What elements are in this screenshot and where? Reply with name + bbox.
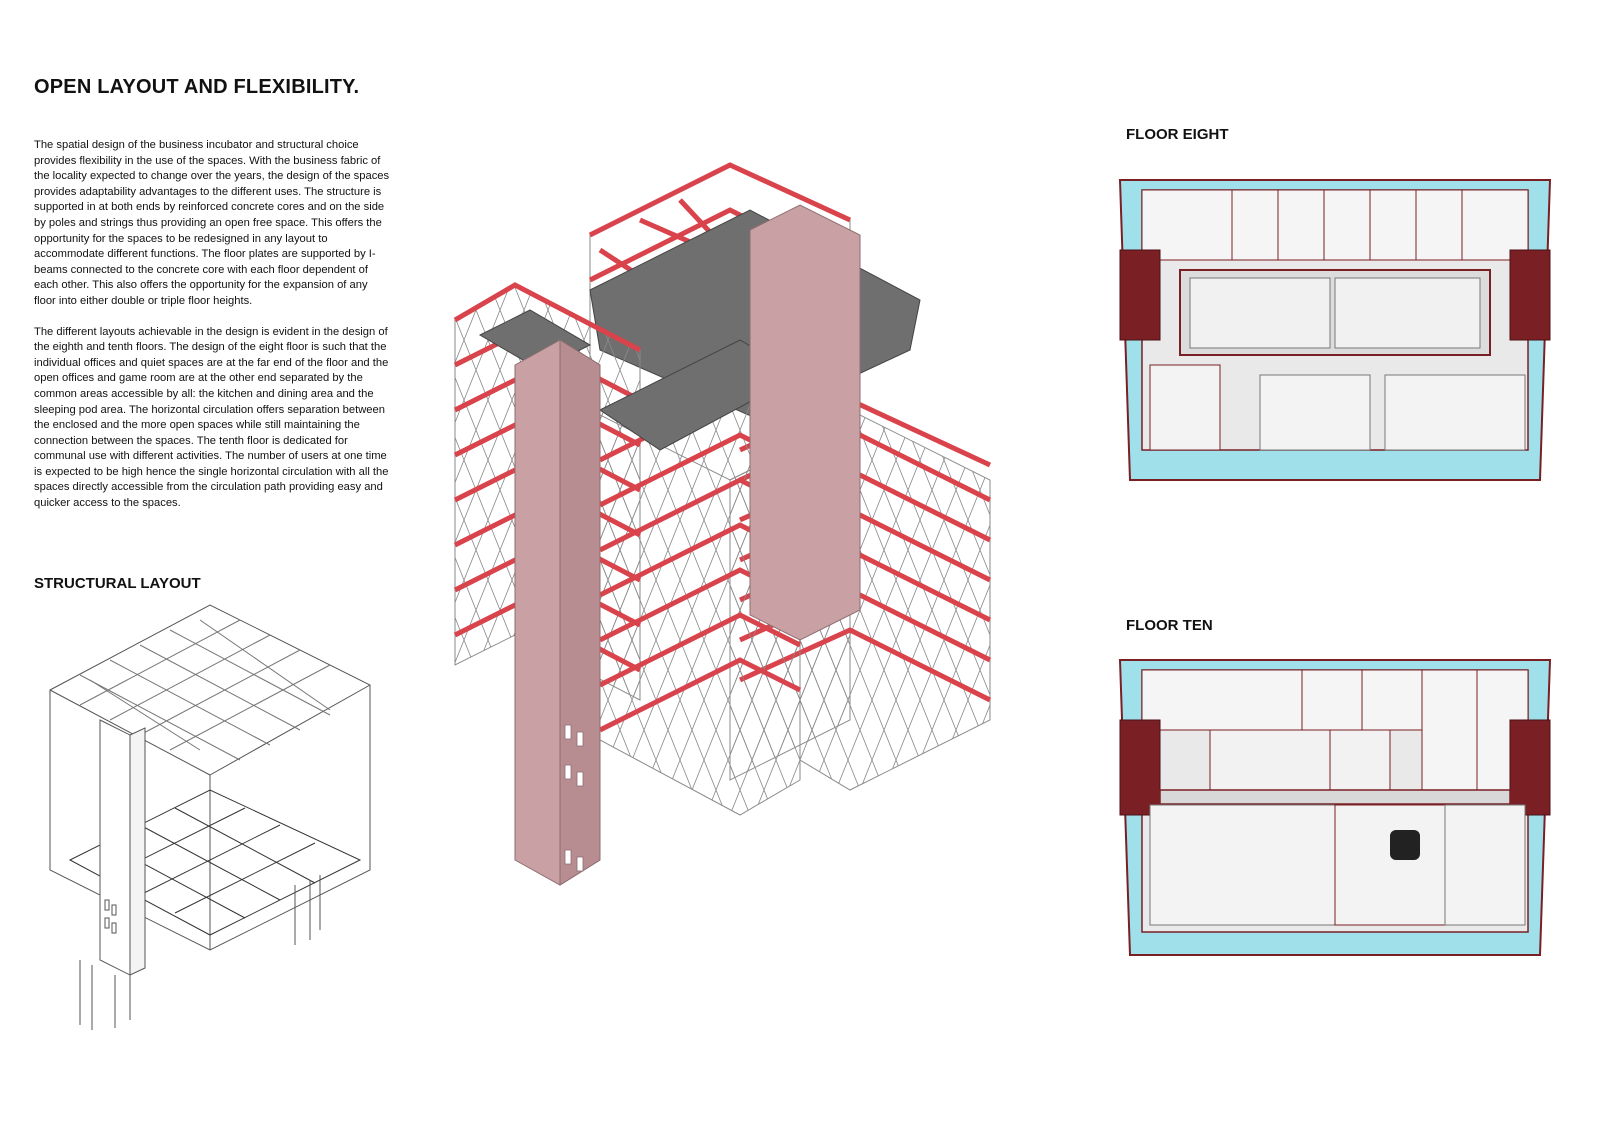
floor-eight-plan <box>1118 170 1552 490</box>
description-text: The spatial design of the business incub… <box>34 138 392 527</box>
floor-ten-title: FLOOR TEN <box>1126 617 1213 634</box>
floor-ten-plan <box>1118 655 1552 965</box>
isometric-structure-drawing <box>453 162 992 886</box>
description-paragraph-2: The different layouts achievable in the … <box>34 325 389 510</box>
structural-layout-title: STRUCTURAL LAYOUT <box>34 575 201 592</box>
floor-eight-title: FLOOR EIGHT <box>1126 126 1229 143</box>
page-title: OPEN LAYOUT AND FLEXIBILITY. <box>34 76 360 98</box>
description-paragraph-1: The spatial design of the business incub… <box>34 139 390 307</box>
structural-layout-drawing <box>49 604 371 1030</box>
